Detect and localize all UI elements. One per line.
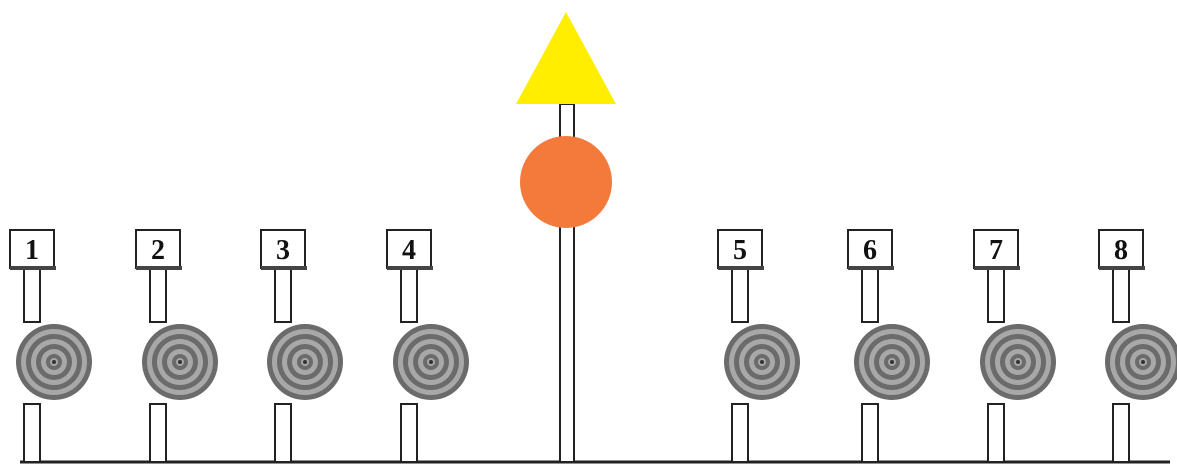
station-number: 8 (1114, 235, 1128, 266)
station-post-upper (1113, 268, 1129, 322)
target-bullseye (760, 360, 764, 364)
station-number-underline (974, 266, 1020, 270)
station-post-upper (275, 268, 291, 322)
station-post-lower (150, 404, 166, 462)
center-post (516, 12, 616, 462)
station-number: 3 (276, 235, 290, 266)
station-number: 1 (25, 235, 39, 266)
target-station: 4 (387, 230, 469, 462)
station-post-upper (862, 268, 878, 322)
yellow-triangle (516, 12, 616, 104)
station-post-upper (150, 268, 166, 322)
station-number-underline (10, 266, 56, 270)
center-post-lower (560, 222, 574, 462)
target-bullseye (429, 360, 433, 364)
station-post-upper (732, 268, 748, 322)
station-number-underline (1099, 266, 1145, 270)
station-number: 2 (151, 235, 165, 266)
target-station: 6 (848, 230, 930, 462)
station-number: 5 (733, 235, 747, 266)
station-post-lower (401, 404, 417, 462)
station-post-lower (862, 404, 878, 462)
target-station: 3 (261, 230, 343, 462)
target-bullseye (178, 360, 182, 364)
station-number-underline (136, 266, 182, 270)
station-post-upper (24, 268, 40, 322)
station-post-lower (732, 404, 748, 462)
target-station: 5 (718, 230, 800, 462)
target-bullseye (1141, 360, 1145, 364)
station-number-underline (261, 266, 307, 270)
target-station: 8 (1099, 230, 1177, 462)
station-number: 7 (989, 235, 1003, 266)
station-post-lower (275, 404, 291, 462)
station-post-upper (988, 268, 1004, 322)
target-bullseye (1016, 360, 1020, 364)
station-number-underline (848, 266, 894, 270)
target-bullseye (890, 360, 894, 364)
target-station: 1 (10, 230, 92, 462)
station-number: 6 (863, 235, 877, 266)
target-station: 7 (974, 230, 1056, 462)
station-post-lower (988, 404, 1004, 462)
station-number: 4 (402, 235, 416, 266)
station-post-upper (401, 268, 417, 322)
target-bullseye (52, 360, 56, 364)
station-post-lower (1113, 404, 1129, 462)
orange-circle (520, 136, 612, 228)
target-stations: 1 2 3 4 5 6 7 8 (10, 230, 1177, 462)
station-post-lower (24, 404, 40, 462)
target-station: 2 (136, 230, 218, 462)
target-bullseye (303, 360, 307, 364)
station-number-underline (387, 266, 433, 270)
station-number-underline (718, 266, 764, 270)
